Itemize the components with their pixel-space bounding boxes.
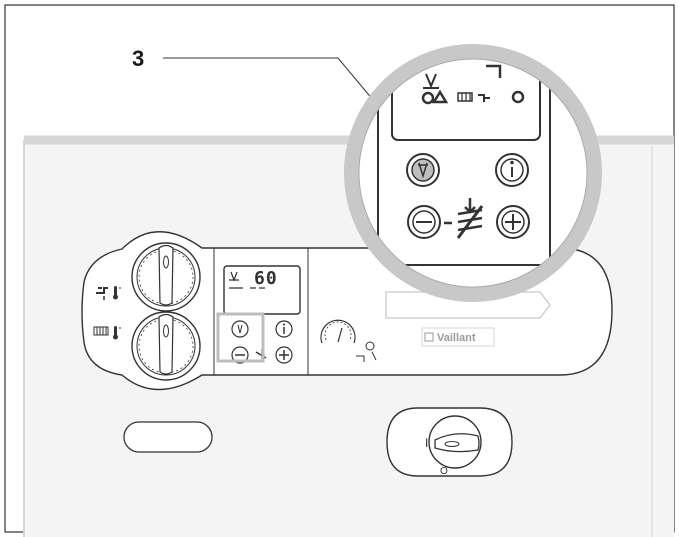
minus-button-magnified[interactable] bbox=[407, 205, 441, 239]
callout-number: 3 bbox=[132, 46, 145, 71]
chimney-sweep-icon bbox=[423, 73, 439, 89]
thermometer-icon bbox=[113, 286, 121, 300]
magnified-control-view bbox=[359, 59, 587, 287]
brand-logo-text: Vaillant bbox=[437, 332, 476, 344]
plus-button-magnified[interactable] bbox=[496, 205, 530, 239]
heating-off-icon-magnified bbox=[444, 198, 484, 239]
chimney-sweep-button-magnified[interactable] bbox=[406, 153, 440, 187]
heating-temperature-knob[interactable] bbox=[131, 311, 201, 381]
minus-button[interactable] bbox=[231, 346, 249, 364]
plus-button[interactable] bbox=[275, 346, 293, 364]
chimney-sweep-button[interactable] bbox=[231, 320, 249, 338]
hot-water-tap-icon bbox=[478, 94, 490, 102]
switch-off-label: O bbox=[440, 466, 448, 477]
display-temperature-readout: 60 bbox=[254, 268, 278, 289]
pressure-drop-icon bbox=[486, 64, 525, 104]
hot-water-temperature-knob[interactable] bbox=[131, 242, 201, 312]
magnifier-lens bbox=[358, 58, 588, 288]
radiator-icon bbox=[93, 326, 109, 336]
switch-on-label: I bbox=[425, 436, 429, 450]
hot-water-tap-icon bbox=[96, 287, 108, 300]
button-highlight-box bbox=[216, 312, 265, 363]
radiator-icon bbox=[457, 92, 473, 102]
main-switch[interactable] bbox=[386, 407, 513, 477]
info-button-magnified[interactable] bbox=[495, 153, 529, 187]
pressure-gauge-icon bbox=[320, 319, 377, 362]
lower-cover-oval bbox=[123, 421, 213, 453]
magnifier-ring bbox=[344, 44, 602, 302]
info-button[interactable] bbox=[275, 320, 293, 338]
thermometer-icon bbox=[113, 326, 121, 340]
flame-icon bbox=[421, 89, 449, 105]
